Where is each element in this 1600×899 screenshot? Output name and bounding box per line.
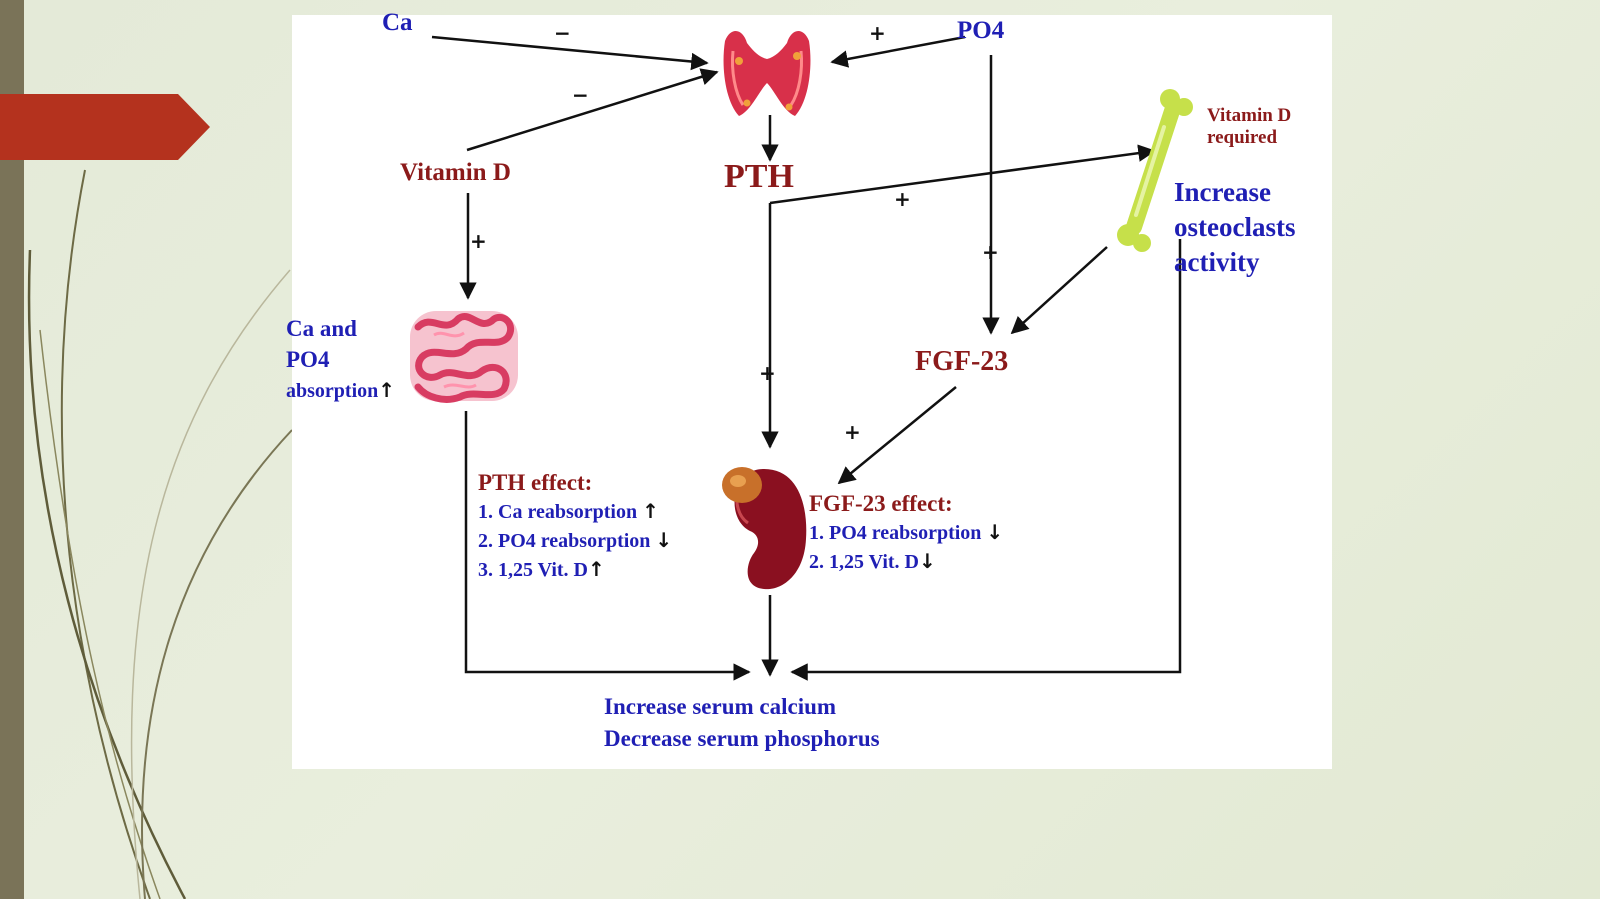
absorption-label: Ca and PO4 absorption↑ xyxy=(286,313,395,407)
down-arrow-icon: ↓ xyxy=(655,528,673,552)
up-arrow-icon: ↑ xyxy=(642,499,659,523)
up-arrow-icon: ↑ xyxy=(378,378,396,402)
down-arrow-icon: ↓ xyxy=(919,549,936,573)
sign-pth-to-kidney: + xyxy=(759,361,776,385)
vitamin-d-required-line1: Vitamin D xyxy=(1207,105,1292,126)
fgf23-effect-block: FGF-23 effect: 1. PO4 reabsorption ↓ 2. … xyxy=(809,490,1003,576)
pth-effect-item-2-text: 2. PO4 reabsorption xyxy=(478,530,651,552)
osteoclast-line2: osteoclasts xyxy=(1174,212,1296,242)
up-arrow-icon: ↑ xyxy=(588,557,605,581)
pth-effect-title: PTH effect: xyxy=(478,470,593,495)
sign-po4-to-fgf23: + xyxy=(982,240,999,264)
pth-effect-item-3-text: 3. 1,25 Vit. D xyxy=(478,559,588,581)
vitamin-d-required-line2: required xyxy=(1207,126,1278,148)
intestine-icon xyxy=(410,311,518,403)
arrow-bone-to-fgf23 xyxy=(1010,246,1108,335)
arrow-fgf23-to-kidney xyxy=(837,386,957,485)
pth-effect-block: PTH effect: 1. Ca reabsorption ↑ 2. PO4 … xyxy=(478,469,672,584)
ca-node-label: Ca xyxy=(382,9,413,36)
pth-effect-item-1-text: 1. Ca reabsorption xyxy=(478,501,638,523)
vitamin-d-node-label: Vitamin D xyxy=(400,159,511,186)
fgf23-effect-title: FGF-23 effect: xyxy=(809,491,953,516)
sign-vitd-to-intestine: + xyxy=(470,229,487,253)
arrow-bone-to-outcome xyxy=(790,239,1182,681)
sign-po4-to-thyroid: + xyxy=(869,21,886,45)
thyroid-icon xyxy=(723,31,811,117)
down-arrow-icon: ↓ xyxy=(986,520,1004,544)
sign-ca-to-thyroid: − xyxy=(554,21,571,45)
bone-icon xyxy=(1117,89,1193,252)
absorption-line3: absorption xyxy=(286,380,379,402)
osteoclast-line1: Increase xyxy=(1174,177,1271,207)
arrow-intestine-to-outcome xyxy=(464,411,751,681)
arrow-ca-to-thyroid xyxy=(431,35,709,71)
outcome-line1: Increase serum calcium xyxy=(604,694,837,719)
outcome-line2: Decrease serum phosphorus xyxy=(604,726,880,751)
absorption-line1: Ca and xyxy=(286,316,357,341)
absorption-line3-row: absorption↑ xyxy=(286,375,395,407)
flow-arrows xyxy=(431,35,1182,681)
fgf23-effect-item-2: 2. 1,25 Vit. D↓ xyxy=(809,547,1003,576)
sign-fgf23-to-kidney: + xyxy=(844,420,861,444)
fgf23-node-label: FGF-23 xyxy=(915,346,1009,377)
kidney-icon xyxy=(722,467,807,590)
pth-node-label: PTH xyxy=(724,158,794,195)
sign-pth-to-bone: + xyxy=(894,187,911,211)
fgf23-effect-item-1: 1. PO4 reabsorption ↓ xyxy=(809,518,1003,547)
diagram-panel: Ca PO4 Vitamin D PTH FGF-23 Vitamin D re… xyxy=(286,9,1332,769)
fgf23-effect-item-2-text: 2. 1,25 Vit. D xyxy=(809,551,919,573)
absorption-line2: PO4 xyxy=(286,347,330,372)
osteoclast-line3: activity xyxy=(1174,247,1260,277)
vitamin-d-required-label: Vitamin D required xyxy=(1207,105,1291,149)
arrow-po4-to-thyroid xyxy=(830,35,966,68)
sign-vitd-to-thyroid: − xyxy=(572,83,589,107)
arrow-pth-to-bone xyxy=(769,144,1156,205)
pth-effect-item-1: 1. Ca reabsorption ↑ xyxy=(478,497,672,526)
decorative-curves xyxy=(27,169,293,899)
osteoclast-activity-label: Increase osteoclasts activity xyxy=(1174,175,1295,280)
fgf23-effect-item-1-text: 1. PO4 reabsorption xyxy=(809,522,982,544)
pth-effect-item-3: 3. 1,25 Vit. D↑ xyxy=(478,555,672,584)
title-flag-shape xyxy=(0,94,210,160)
po4-node-label: PO4 xyxy=(957,17,1005,44)
arrow-vitd-to-thyroid xyxy=(466,68,719,152)
outcome-block: Increase serum calcium Decrease serum ph… xyxy=(604,691,880,755)
pth-effect-item-2: 2. PO4 reabsorption ↓ xyxy=(478,526,672,555)
